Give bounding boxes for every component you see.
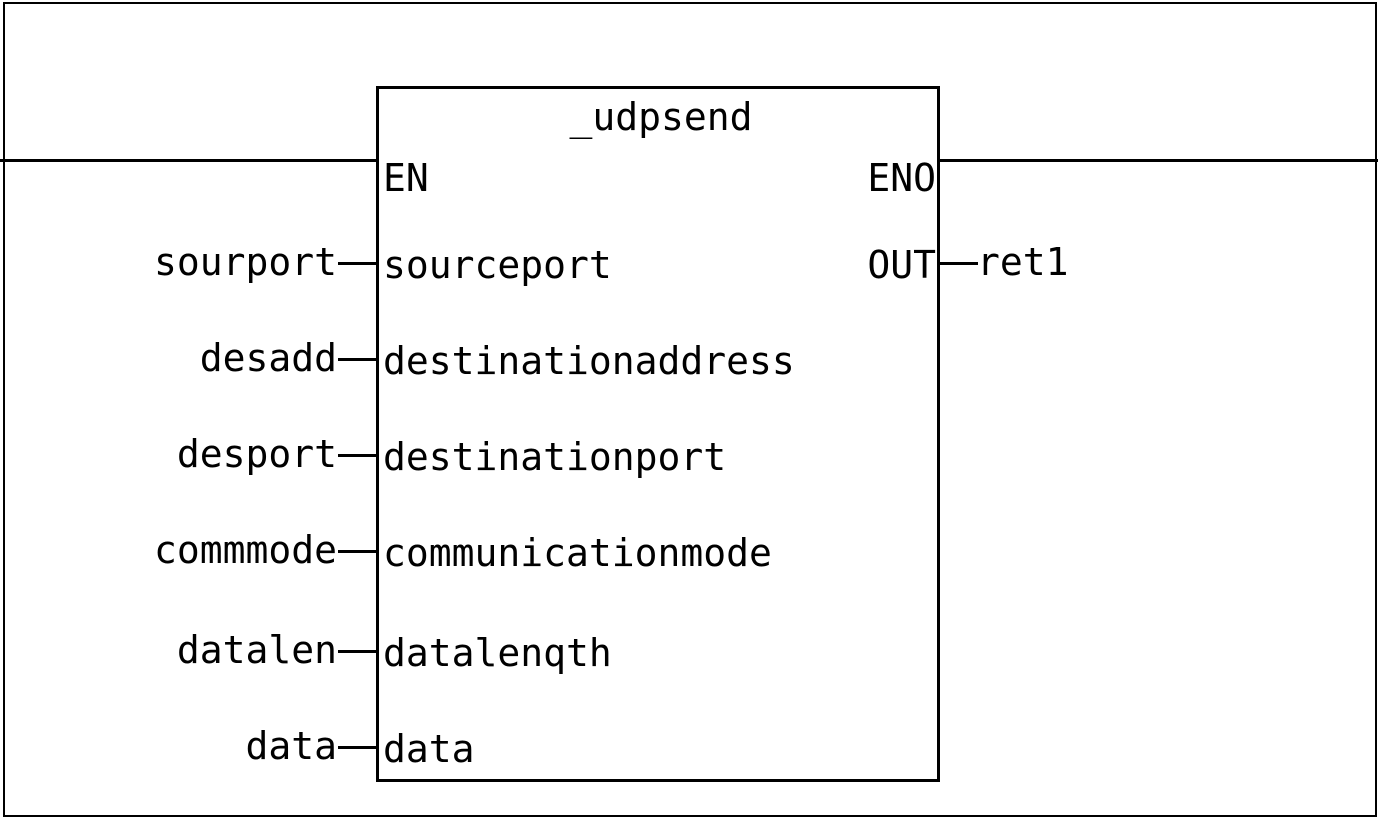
variable-data[interactable]: data bbox=[245, 724, 337, 768]
wire-desadd-to-destinationaddress[interactable] bbox=[338, 358, 378, 361]
pin-label-destinationport[interactable]: destinationport bbox=[383, 435, 727, 479]
function-block-title: _udpsend bbox=[569, 95, 753, 139]
pin-label-eno[interactable]: ENO bbox=[867, 156, 936, 200]
wire-desport-to-destinationport[interactable] bbox=[338, 454, 378, 457]
variable-ret1[interactable]: ret1 bbox=[977, 240, 1069, 284]
eno-power-rail[interactable] bbox=[938, 159, 1378, 162]
variable-commmode[interactable]: commmode bbox=[153, 528, 337, 572]
en-power-rail[interactable] bbox=[0, 159, 378, 162]
wire-data-to-data[interactable] bbox=[338, 746, 378, 749]
wire-out-to-ret1[interactable] bbox=[938, 262, 978, 265]
variable-desport[interactable]: desport bbox=[176, 432, 337, 476]
function-block-udpsend[interactable]: _udpsend EN ENO sourceport destinationad… bbox=[376, 86, 940, 782]
pin-label-destinationaddress[interactable]: destinationaddress bbox=[383, 339, 795, 383]
pin-label-datalenqth[interactable]: datalenqth bbox=[383, 631, 612, 675]
pin-label-data[interactable]: data bbox=[383, 727, 475, 771]
pin-label-en[interactable]: EN bbox=[383, 156, 429, 200]
pin-label-out[interactable]: OUT bbox=[867, 243, 936, 287]
wire-commmode-to-communicationmode[interactable] bbox=[338, 550, 378, 553]
pin-label-communicationmode[interactable]: communicationmode bbox=[383, 531, 772, 575]
variable-desadd[interactable]: desadd bbox=[199, 336, 337, 380]
variable-datalen[interactable]: datalen bbox=[176, 628, 337, 672]
variable-sourport[interactable]: sourport bbox=[153, 240, 337, 284]
page-border bbox=[3, 2, 1377, 817]
pin-label-sourceport[interactable]: sourceport bbox=[383, 243, 612, 287]
wire-datalen-to-datalenqth[interactable] bbox=[338, 650, 378, 653]
wire-sourport-to-sourceport[interactable] bbox=[338, 262, 378, 265]
